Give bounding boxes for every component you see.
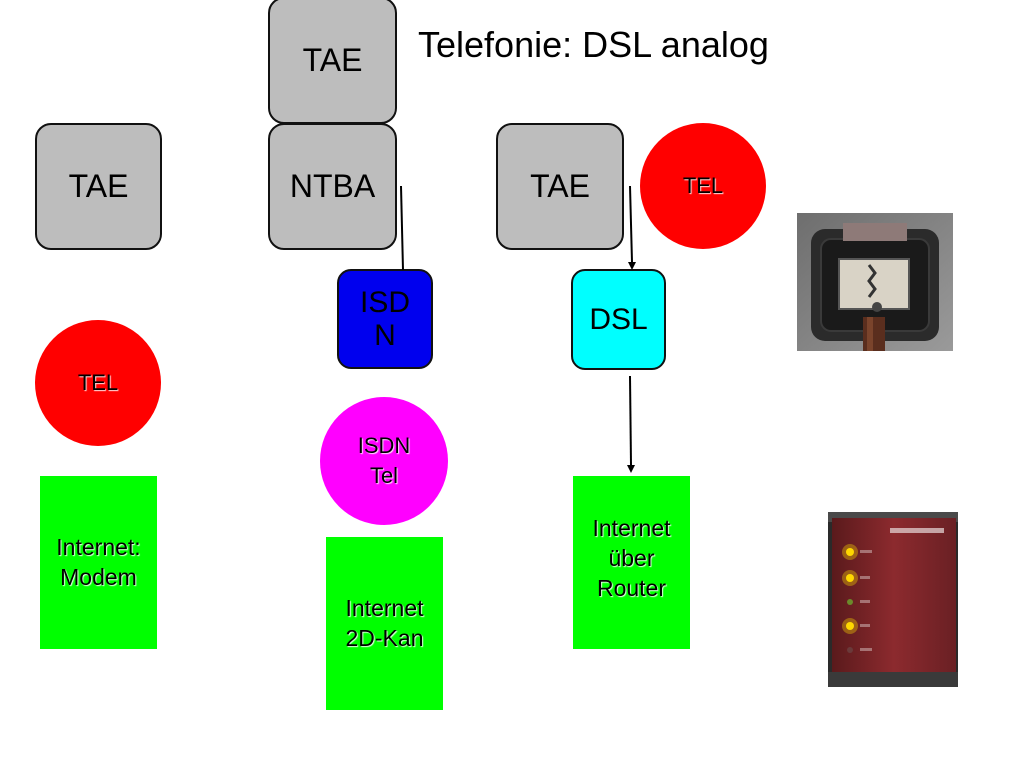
ntba-box: NTBA (268, 123, 397, 250)
internet-2d-kan-box: Internet 2D-Kan (326, 537, 443, 710)
tae-box-left: TAE (35, 123, 162, 250)
internet-modem-box: Internet: Modem (40, 476, 157, 649)
isdn-tel-circle: ISDN Tel (320, 397, 448, 525)
tae-to-dsl-arrow (629, 185, 633, 263)
tel-circle-left: TEL (35, 320, 161, 446)
tae-box-right: TAE (496, 123, 624, 250)
ntba-to-isdn-line (400, 185, 404, 271)
tel-circle-right: TEL (640, 123, 766, 249)
dsl-to-router-arrowhead (627, 465, 635, 473)
isdn-box: ISD N (337, 269, 433, 369)
dsl-to-router-arrow (629, 375, 632, 466)
fritzbox-router-photo-icon (828, 512, 958, 687)
internet-router-box: Internet über Router (573, 476, 690, 649)
tae-socket-photo-icon (797, 213, 953, 351)
slide-title: Telefonie: DSL analog (418, 24, 769, 65)
tae-to-dsl-arrowhead (628, 262, 636, 270)
dsl-box: DSL (571, 269, 666, 370)
